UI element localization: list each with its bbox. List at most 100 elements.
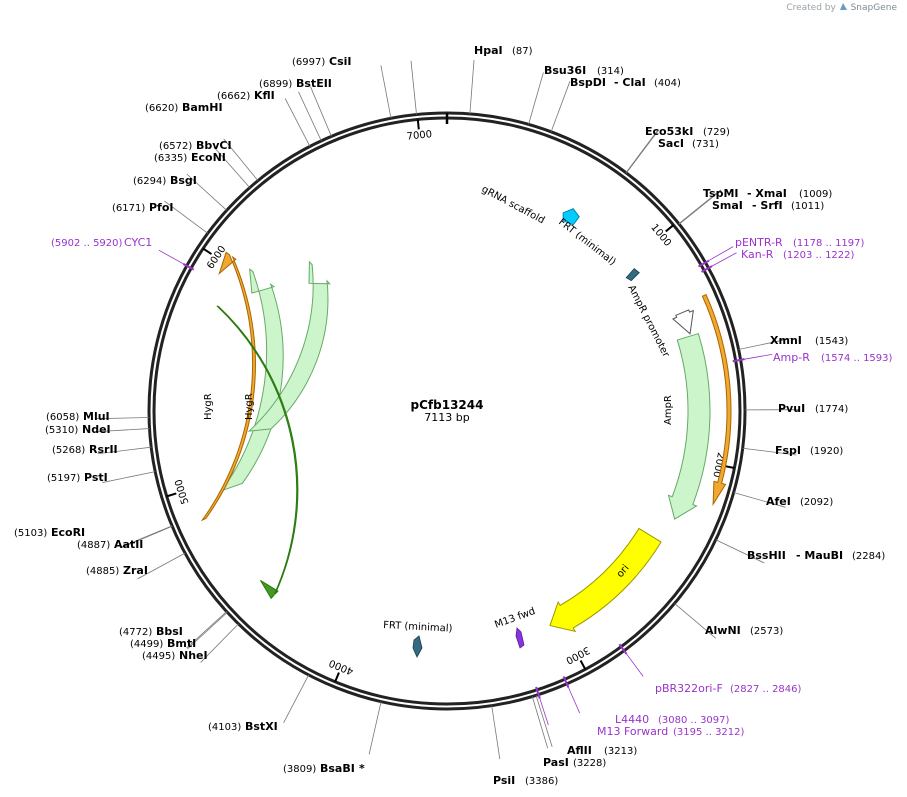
primer-leader-line — [158, 249, 184, 265]
primer-name[interactable]: CYC1 — [124, 236, 152, 249]
primer-name[interactable]: Amp-R — [773, 351, 810, 364]
site-leader-line — [469, 60, 475, 114]
site-name[interactable]: PasI — [543, 756, 569, 769]
site-name[interactable]: BbsI — [156, 625, 183, 638]
site-isoschizomer[interactable]: - SrfI — [752, 199, 783, 212]
primer-label-group: pENTR-R (1178 .. 1197) Kan-R (1203 .. 12… — [51, 236, 893, 738]
site-position: (5310) — [45, 425, 78, 436]
site-name[interactable]: AlwNI — [705, 624, 741, 637]
site-position: (4499) — [130, 639, 163, 650]
site-name[interactable]: TspMI — [703, 187, 739, 200]
site-leader-line — [535, 695, 553, 748]
site-name[interactable]: AatII — [114, 538, 143, 551]
primer-range: (1178 .. 1197) — [793, 238, 865, 249]
primer-name[interactable]: M13 Forward — [597, 725, 668, 738]
site-name[interactable]: BbvCI — [196, 139, 232, 152]
site-position: (3228) — [573, 758, 606, 769]
site-leader-line — [298, 91, 322, 141]
primer-mark — [182, 262, 195, 271]
site-position: (4495) — [142, 651, 175, 662]
site-name[interactable]: Eco53kI — [645, 125, 693, 138]
site-leader-line — [380, 65, 392, 119]
site-name[interactable]: BmtI — [167, 637, 196, 650]
site-name[interactable]: RsrII — [89, 443, 118, 456]
site-name[interactable]: KflI — [254, 89, 275, 102]
site-name[interactable]: ZraI — [123, 564, 148, 577]
site-name[interactable]: Bsu36I — [544, 64, 586, 77]
feature-label-frt-minimal: FRT (minimal) — [383, 620, 453, 635]
orange-feature-left — [200, 251, 256, 522]
site-position: (4887) — [77, 540, 110, 551]
site-leader-line — [283, 674, 310, 723]
site-position: (6572) — [159, 141, 192, 152]
site-name[interactable]: MluI — [83, 410, 110, 423]
site-leader-line — [410, 60, 417, 115]
site-leader-line — [550, 81, 571, 132]
primer-leader-line — [539, 698, 549, 726]
site-name[interactable]: PsiI — [493, 774, 515, 787]
site-position: (3809) — [283, 764, 316, 775]
ruler-tick — [416, 119, 420, 130]
site-name[interactable]: AfeI — [766, 495, 791, 508]
site-name[interactable]: PfoI — [149, 201, 174, 214]
site-name[interactable]: BamHI — [182, 101, 223, 114]
site-leader-line — [625, 129, 659, 173]
site-name[interactable]: XmnI — [770, 334, 802, 347]
site-position: (1920) — [810, 446, 843, 457]
site-name[interactable]: NheI — [179, 649, 208, 662]
site-name[interactable]: EcoNI — [191, 151, 226, 164]
site-leader-line — [122, 525, 173, 548]
primer-leader-line — [711, 252, 737, 267]
site-name[interactable]: EcoRI — [51, 526, 85, 539]
site-name[interactable]: AflII — [567, 744, 592, 757]
feature-label-frt: FRT (minimal) — [556, 217, 617, 268]
site-name[interactable]: SmaI — [712, 199, 743, 212]
site-position: (4103) — [208, 722, 241, 733]
site-position: (6899) — [259, 79, 292, 90]
primer-name[interactable]: L4440 — [615, 713, 649, 726]
site-position: (6294) — [133, 176, 166, 187]
site-leader-line — [678, 189, 722, 225]
ruler-tick — [166, 492, 177, 498]
site-name[interactable]: FspI — [775, 444, 801, 457]
site-name[interactable]: BssHII — [747, 549, 786, 562]
site-name[interactable]: BspDI — [570, 76, 606, 89]
ruler-tick — [724, 465, 735, 470]
site-name[interactable]: BstXI — [245, 720, 278, 733]
site-isoschizomer[interactable]: - ClaI — [614, 76, 646, 89]
site-position: (5103) — [14, 528, 47, 539]
ruler-tick — [665, 224, 675, 233]
primer-leader-line — [708, 246, 734, 261]
orange-feature-right — [701, 293, 732, 507]
site-position: (4885) — [86, 566, 119, 577]
site-name[interactable]: PvuI — [778, 402, 805, 415]
site-isoschizomer[interactable]: - MauBI — [796, 549, 843, 562]
site-leader-line — [186, 173, 227, 211]
site-name[interactable]: HpaI — [474, 44, 503, 57]
site-name[interactable]: BsgI — [170, 174, 197, 187]
primer-range: (2827 .. 2846) — [730, 684, 802, 695]
site-name[interactable]: BstEII — [296, 77, 332, 90]
site-leader-line — [137, 552, 186, 580]
site-name[interactable]: CsiI — [329, 55, 351, 68]
site-name[interactable]: PstI — [84, 471, 108, 484]
site-position: (3386) — [525, 776, 558, 787]
site-leader-line — [97, 446, 152, 455]
watermark-prefix: Created by — [786, 3, 836, 13]
primer-name[interactable]: pBR322ori-F — [655, 682, 723, 695]
site-leader-line — [200, 623, 239, 663]
site-position: (2092) — [800, 497, 833, 508]
site-position: (4772) — [119, 627, 152, 638]
site-name[interactable]: SacI — [658, 137, 684, 150]
site-leader-line — [674, 603, 717, 639]
site-position: (6335) — [154, 153, 187, 164]
primer-name[interactable]: Kan-R — [741, 248, 774, 261]
site-position: (314) — [597, 66, 624, 77]
site-name[interactable]: NdeI — [82, 423, 111, 436]
site-leader-line — [715, 539, 765, 564]
site-isoschizomer[interactable]: - XmaI — [747, 187, 787, 200]
site-leader-line — [95, 417, 150, 420]
site-name[interactable]: BsaBI — [320, 762, 355, 775]
primer-name[interactable]: pENTR-R — [735, 236, 783, 249]
primer-mark — [618, 643, 628, 655]
